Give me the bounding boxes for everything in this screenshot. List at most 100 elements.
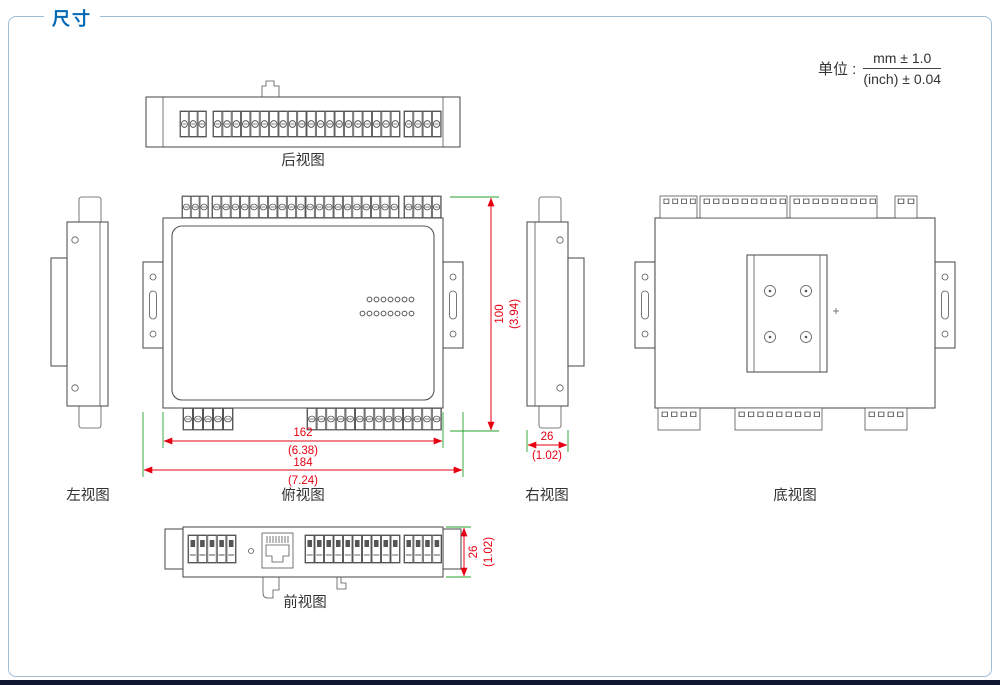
drawing-cell [381, 111, 391, 137]
left-view [50, 196, 109, 429]
drawing-cell [325, 111, 335, 137]
drawing-cell [306, 111, 316, 137]
drawing-cell [305, 535, 315, 563]
right-top-din-tab [538, 196, 562, 226]
bottom-left-ear-hole-upper [641, 273, 649, 281]
dim-front-height-inch: (1.02) [483, 537, 495, 567]
drawing-cell [343, 535, 353, 563]
bottom-top-connector-4 [894, 195, 918, 219]
drawing-cell [278, 111, 288, 137]
rear-terminal-block-left [180, 111, 207, 137]
drawing-cell [250, 111, 260, 137]
drawing-cell [199, 196, 209, 218]
rear-terminal-block-left-outline [179, 110, 207, 138]
drawing-cell [277, 196, 287, 218]
din-screw-1 [764, 285, 776, 297]
top-left-ear-slot [149, 290, 157, 320]
drawing-cell [222, 111, 232, 137]
din-clip-top [261, 80, 280, 97]
top-terminal-block-left-outline [181, 195, 209, 219]
drawing-cell [334, 111, 344, 137]
top-terminal-block-left [182, 196, 209, 218]
drawing-cell [361, 196, 371, 218]
drawing-cell [286, 196, 297, 218]
drawing-cell [374, 408, 384, 430]
drawing-cell [362, 111, 372, 137]
left-screw-hole-bottom [71, 384, 79, 392]
drawing-cell [226, 535, 237, 563]
drawing-cell [314, 196, 325, 218]
drawing-cell [432, 535, 442, 563]
bottom-edge-terminal-strip-outline [306, 407, 442, 431]
bottom-right-ear-hole-upper [941, 273, 949, 281]
drawing-cell [422, 196, 432, 218]
drawing-cell [297, 111, 307, 137]
unit-label: 单位 : [818, 61, 857, 78]
drawing-cell [197, 535, 208, 563]
drawing-cell [413, 111, 423, 137]
drawing-cell [364, 408, 375, 430]
drawing-cell [413, 535, 423, 563]
din-rail-plate [746, 254, 828, 373]
drawing-cell [352, 196, 362, 218]
bottom-left-ear-slot [641, 290, 649, 320]
bottom-right-ear-slot [941, 290, 949, 320]
dim-side-depth-inch: (1.02) [532, 450, 562, 462]
drawing-cell [213, 111, 223, 137]
bottom-edge-terminal-block-left-outline [182, 407, 234, 431]
drawing-cell [203, 408, 213, 430]
din-screw-1-center [768, 289, 772, 293]
drawing-cell [213, 408, 223, 430]
drawing-cell [259, 111, 270, 137]
right-screw-hole-bottom [556, 384, 564, 392]
bottom-left-ear-hole-lower [641, 330, 649, 338]
drawing-cell [212, 196, 222, 218]
drawing-cell [197, 111, 207, 137]
drawing-cell [314, 535, 324, 563]
bottom-right-ear-hole-lower [941, 330, 949, 338]
drawing-cell [393, 408, 403, 430]
dim-overall-width-inch: (7.24) [288, 475, 318, 487]
bottom-bottom-connector-2 [734, 407, 823, 431]
page-title: 尺寸 [44, 5, 100, 31]
drawing-cell [404, 196, 414, 218]
bottom-left-mounting-ear [634, 261, 656, 349]
drawing-cell [355, 408, 365, 430]
drawing-cell [345, 408, 355, 430]
drawing-cell [333, 535, 343, 563]
bottom-bottom-connector-1 [657, 407, 701, 431]
din-hook-bottom [336, 577, 347, 590]
left-screw-hole-top [71, 236, 79, 244]
drawing-cell [324, 535, 334, 563]
front-terminal-block-right-outline [403, 534, 442, 564]
din-screw-2-center [804, 289, 808, 293]
dimension-annotations: 100 (3.94) 162 (6.38) 184 (7.24) 26 (1.0… [142, 196, 569, 578]
drawing-cell [193, 408, 203, 430]
right-view-label: 右视图 [525, 487, 569, 504]
dim-body-width-mm: 162 [293, 427, 312, 439]
top-terminal-strip-long [212, 196, 400, 218]
drawing-cell [240, 196, 250, 218]
drawing-cell [182, 196, 191, 218]
rj45-port [261, 532, 294, 569]
drawing-cell [352, 535, 362, 563]
drawing-cell [231, 111, 242, 137]
drawing-cell [326, 408, 336, 430]
dim-overall-width-mm: 184 [293, 457, 313, 469]
drawing-cell [258, 196, 269, 218]
front-terminal-block-left [188, 535, 237, 563]
drawing-cell [371, 535, 381, 563]
top-body-outline [162, 217, 444, 409]
drawing-cell [188, 535, 198, 563]
bottom-view [634, 195, 956, 431]
top-right-ear-slot [449, 290, 457, 320]
drawing-cell [230, 196, 241, 218]
right-view [526, 196, 585, 429]
bottom-edge-terminal-block-left [183, 408, 233, 430]
drawing-cell [353, 111, 363, 137]
drawing-cell [381, 535, 391, 563]
dim-side-depth-mm: 26 [541, 431, 554, 443]
drawing-cell [370, 196, 381, 218]
top-view [142, 195, 464, 431]
left-mounting-flange [50, 257, 68, 367]
